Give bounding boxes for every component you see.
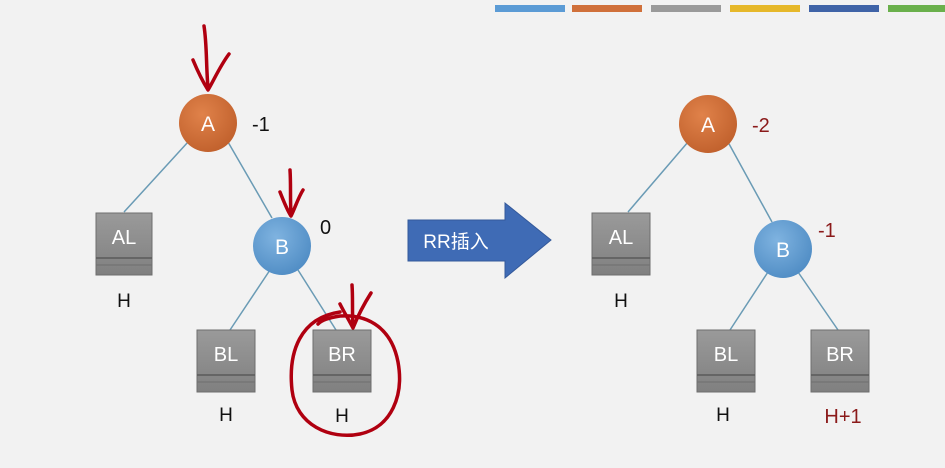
node-b-right-label: B — [776, 239, 790, 262]
node-a-right — [679, 95, 737, 153]
node-b — [253, 217, 311, 275]
node-b-label: B — [275, 236, 289, 259]
subtree-al: AL — [95, 212, 153, 276]
subtree-bl: BL — [196, 329, 256, 393]
subtree-br-label: BR — [328, 344, 356, 366]
node-b-right — [754, 220, 812, 278]
subtree-br-height: H — [335, 406, 349, 427]
node-a-right-label: A — [701, 114, 715, 137]
edge-b-bl — [229, 269, 271, 331]
node-a-right-balance: -2 — [752, 115, 770, 137]
right-tree: A -2 B -1 AL H BL H BR H+1 — [591, 95, 870, 428]
red-arrow-b-icon — [278, 168, 305, 218]
subtree-bl-height: H — [219, 405, 233, 426]
subtree-bl-label: BL — [214, 344, 238, 366]
edge-b-br-right — [797, 271, 839, 331]
color-strip-gray — [651, 5, 721, 12]
rr-insert-arrow-label: RR插入 — [423, 231, 488, 253]
subtree-br-right: BR — [810, 329, 870, 393]
node-a — [179, 94, 237, 152]
subtree-br: BR — [312, 329, 372, 393]
color-strip-yellow — [730, 5, 800, 12]
edge-a-al — [123, 141, 189, 213]
rr-insert-arrow-icon — [407, 201, 552, 280]
node-a-balance: -1 — [252, 114, 270, 136]
edge-a-b-right — [727, 141, 773, 223]
node-b-balance: 0 — [320, 217, 331, 239]
left-tree: A -1 B 0 AL H BL H BR H — [95, 24, 402, 437]
color-strip-navy — [809, 5, 879, 12]
subtree-al-height: H — [117, 291, 131, 312]
subtree-al-right-height: H — [614, 291, 628, 312]
edge-a-al-right — [627, 141, 689, 213]
subtree-al-label: AL — [112, 227, 136, 249]
red-arrow-a-icon — [191, 24, 231, 92]
edge-b-bl-right — [729, 271, 769, 331]
subtree-al-right-label: AL — [609, 227, 633, 249]
edge-a-b — [227, 141, 273, 219]
node-b-right-balance: -1 — [818, 220, 836, 242]
color-strip-green — [888, 5, 945, 12]
color-strip-blue — [495, 5, 565, 12]
subtree-al-right: AL — [591, 212, 651, 276]
red-annotations — [191, 24, 402, 437]
color-strip — [495, 5, 945, 12]
color-strip-orange — [572, 5, 642, 12]
red-arrow-br-icon — [338, 283, 373, 330]
red-circle-br-icon — [289, 310, 402, 437]
node-a-label: A — [201, 113, 215, 136]
subtree-bl-right: BL — [696, 329, 756, 393]
subtree-bl-right-label: BL — [714, 344, 738, 366]
subtree-bl-right-height: H — [716, 405, 730, 426]
subtree-br-right-height: H+1 — [824, 406, 861, 428]
subtree-br-right-label: BR — [826, 344, 854, 366]
rr-insert-arrow: RR插入 — [407, 201, 552, 280]
